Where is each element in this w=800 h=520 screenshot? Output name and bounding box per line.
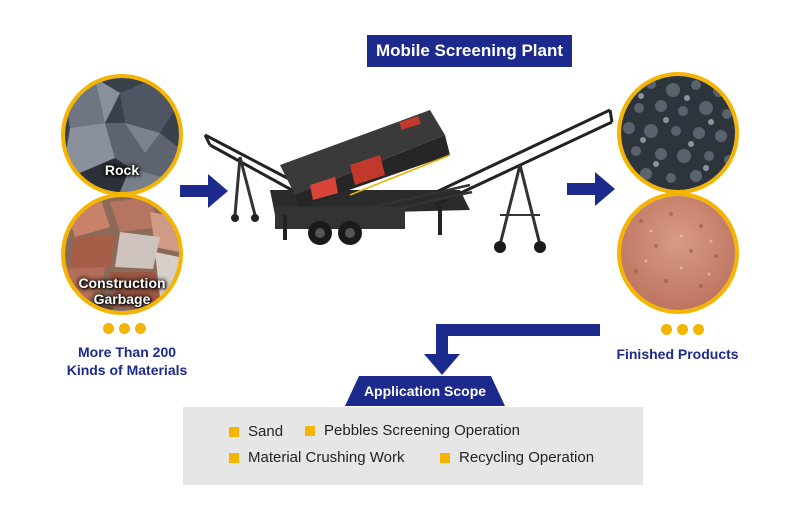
scope-item-label: Recycling Operation [459, 449, 595, 466]
scope-item-sand: Sand [229, 423, 283, 440]
finished-sand-circle [617, 192, 739, 314]
rock-image [65, 78, 179, 192]
output-caption: Finished Products [616, 346, 739, 362]
sand-image [621, 196, 735, 310]
construction-garbage-image [65, 197, 179, 311]
scope-item-crushing: Material Crushing Work [229, 449, 404, 466]
scope-item-label: Sand [248, 423, 284, 440]
gravel-image [621, 76, 735, 190]
construction-garbage-circle: Construction Garbage [61, 193, 183, 315]
input-caption: More Than 200 Kinds of Materials [52, 343, 202, 379]
arrow-down-icon [424, 324, 600, 375]
scope-item-label: Material Crushing Work [248, 449, 405, 466]
finished-gravel-circle [617, 72, 739, 194]
scope-item-recycling: Recycling Operation [440, 449, 594, 466]
mobile-screening-plant-illustration [203, 108, 614, 253]
input-caption-line1: More Than 200 [77, 344, 177, 360]
bullet-icon [305, 425, 315, 436]
dot [103, 323, 114, 334]
page-title: Mobile Screening Plant [367, 35, 572, 67]
application-scope-tab [345, 376, 505, 406]
output-dots [661, 324, 704, 335]
scope-item-pebbles: Pebbles Screening Operation [305, 422, 520, 439]
rock-label: Rock [104, 162, 140, 178]
construction-garbage-label-line1: Construction [78, 275, 166, 291]
dot [135, 323, 146, 334]
arrow-right-icon [180, 174, 228, 208]
dot [661, 324, 672, 335]
dot [693, 324, 704, 335]
input-dots [103, 323, 146, 334]
construction-garbage-label-line2: Garbage [93, 291, 151, 307]
construction-garbage-label: Construction Garbage [65, 275, 179, 307]
application-scope-heading: Application Scope [363, 383, 487, 399]
bullet-icon [440, 452, 450, 463]
arrow-right-icon [567, 172, 615, 206]
input-caption-line2: Kinds of Materials [66, 362, 188, 378]
scope-item-label: Pebbles Screening Operation [324, 422, 520, 439]
application-scope-panel [183, 407, 643, 485]
dot [677, 324, 688, 335]
rock-material-circle: Rock [61, 74, 183, 196]
bullet-icon [229, 426, 239, 437]
bullet-icon [229, 452, 239, 463]
dot [119, 323, 130, 334]
